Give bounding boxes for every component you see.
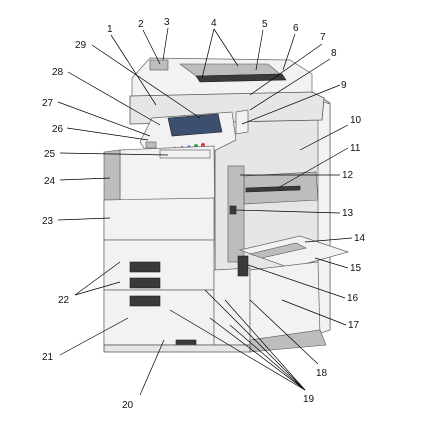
- callout-28: 28: [52, 67, 64, 78]
- callout-2: 2: [138, 19, 144, 30]
- callout-26: 26: [52, 124, 64, 135]
- callout-labels: 1 2 3 4 5 6 7 8 9 10 11 12 13 14 15 16 1…: [42, 17, 366, 411]
- callout-13: 13: [342, 208, 354, 219]
- stylus-pen-holder: [145, 141, 157, 149]
- callout-16: 16: [347, 293, 359, 304]
- callout-18: 18: [316, 368, 328, 379]
- tray-handle: [129, 295, 161, 307]
- callout-11: 11: [350, 143, 361, 154]
- document-guide: [195, 73, 287, 83]
- callout-27: 27: [42, 98, 54, 109]
- bypass-tray-release: [237, 255, 249, 277]
- lower-right-panel: [213, 267, 251, 346]
- front-upper-strip: [159, 149, 211, 159]
- callout-29: 29: [75, 40, 87, 51]
- callout-10: 10: [350, 115, 362, 126]
- callout-4: 4: [211, 18, 217, 29]
- callout-8: 8: [331, 48, 337, 59]
- callout-3: 3: [164, 17, 170, 28]
- paper-tray-1: [103, 197, 215, 241]
- callout-14: 14: [354, 233, 366, 244]
- callout-6: 6: [293, 23, 299, 34]
- callout-1: 1: [107, 24, 113, 35]
- right-door-release-lever: [229, 205, 237, 215]
- leader-lines: [57, 27, 353, 396]
- callout-17: 17: [348, 320, 360, 331]
- callout-9: 9: [341, 80, 347, 91]
- output-tray-slot: [245, 185, 301, 193]
- tray-handle: [129, 277, 161, 289]
- callout-25: 25: [44, 149, 56, 160]
- callout-21: 21: [42, 352, 54, 363]
- stop-key: [201, 143, 205, 147]
- callout-7: 7: [320, 32, 326, 43]
- bypass-tray: [238, 235, 350, 269]
- stylus-pen: [235, 109, 249, 135]
- bypass-tray-guide: [248, 242, 307, 259]
- callout-24: 24: [44, 176, 56, 187]
- callout-22: 22: [58, 295, 70, 306]
- base: [103, 344, 251, 353]
- feeder-cover: [149, 59, 169, 71]
- tray-handle: [129, 261, 161, 273]
- callout-12: 12: [342, 170, 354, 181]
- touch-panel-screen: [167, 113, 223, 137]
- callout-15: 15: [350, 263, 362, 274]
- machine: [103, 57, 350, 353]
- callout-20: 20: [122, 400, 134, 411]
- callout-5: 5: [262, 19, 268, 30]
- callout-23: 23: [42, 216, 54, 227]
- callout-19: 19: [303, 394, 315, 405]
